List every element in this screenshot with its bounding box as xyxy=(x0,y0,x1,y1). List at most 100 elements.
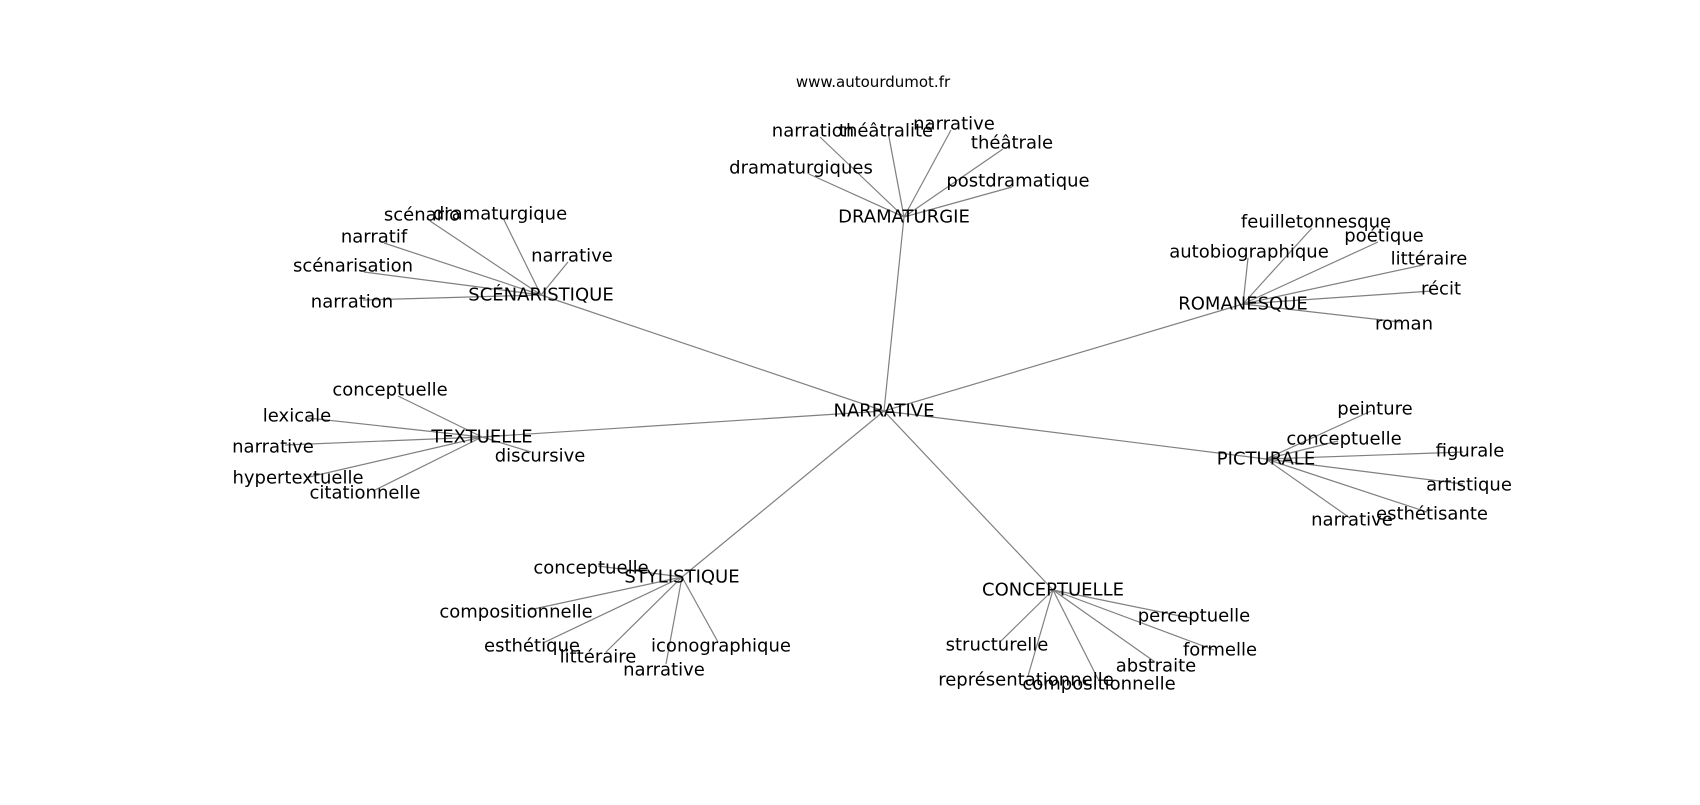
edge-textuelle-leaf-3 xyxy=(481,436,532,453)
edge-center-stylistique xyxy=(681,410,885,578)
edges xyxy=(284,129,1464,680)
node-leaf-romanesque-0: feuilletonnesque xyxy=(1241,212,1391,233)
edge-textuelle-leaf-5 xyxy=(372,436,483,492)
node-leaf-conceptuelle-3: abstraite xyxy=(1116,656,1196,677)
edge-dramaturgie-leaf-5 xyxy=(903,186,1013,218)
edge-center-textuelle xyxy=(481,410,885,438)
node-leaf-dramaturgie-5: postdramatique xyxy=(946,171,1089,192)
node-hub-textuelle: TEXTUELLE xyxy=(430,427,532,448)
edge-conceptuelle-leaf-4 xyxy=(1027,589,1054,677)
edge-picturale-leaf-4 xyxy=(1265,458,1428,513)
node-hub-picturale: PICTURALE xyxy=(1217,449,1315,470)
edge-center-scenaristique xyxy=(540,294,885,412)
node-leaf-romanesque-3: littéraire xyxy=(1391,249,1468,270)
node-hub-romanesque: ROMANESQUE xyxy=(1178,294,1308,315)
edge-stylistique-leaf-1 xyxy=(528,576,683,611)
edge-romanesque-leaf-0 xyxy=(1242,227,1313,305)
edge-center-romanesque xyxy=(883,303,1244,412)
edge-dramaturgie-leaf-2 xyxy=(903,129,952,218)
edge-textuelle-leaf-1 xyxy=(307,417,483,438)
node-leaf-scenaristique-3: narrative xyxy=(531,246,613,267)
edge-picturale-leaf-1 xyxy=(1265,440,1339,460)
edge-scenaristique-leaf-2 xyxy=(383,242,542,296)
edge-romanesque-leaf-2 xyxy=(1242,257,1249,305)
node-leaf-textuelle-4: hypertextuelle xyxy=(232,468,363,489)
edge-conceptuelle-leaf-2 xyxy=(1052,589,1215,651)
edge-textuelle-leaf-0 xyxy=(397,395,483,438)
node-leaf-scenaristique-1: dramaturgique xyxy=(433,204,567,225)
edge-picturale-leaf-0 xyxy=(1265,410,1372,460)
edge-dramaturgie-leaf-1 xyxy=(888,136,905,218)
labels: NARRATIVEDRAMATURGIEnarrationthéâtralité… xyxy=(232,114,1512,695)
node-leaf-picturale-3: artistique xyxy=(1426,475,1512,496)
edge-scenaristique-leaf-1 xyxy=(503,219,542,296)
node-hub-dramaturgie: DRAMATURGIE xyxy=(838,207,970,228)
edge-scenaristique-leaf-4 xyxy=(363,271,542,296)
source-label: www.autourdumot.fr xyxy=(796,73,951,91)
node-leaf-picturale-0: peinture xyxy=(1337,399,1412,420)
node-leaf-stylistique-2: esthétique xyxy=(484,636,580,657)
edge-conceptuelle-leaf-5 xyxy=(1052,589,1099,680)
node-leaf-romanesque-2: autobiographique xyxy=(1169,242,1329,263)
node-leaf-stylistique-5: narrative xyxy=(623,660,705,681)
edge-stylistique-leaf-5 xyxy=(665,576,683,665)
edge-stylistique-leaf-4 xyxy=(681,576,719,643)
edge-romanesque-leaf-5 xyxy=(1242,303,1401,323)
node-leaf-picturale-5: narrative xyxy=(1311,510,1393,531)
edge-picturale-leaf-3 xyxy=(1265,458,1464,485)
edge-conceptuelle-leaf-1 xyxy=(999,589,1054,643)
node-leaf-romanesque-5: roman xyxy=(1375,314,1433,335)
edge-center-dramaturgie xyxy=(883,216,905,412)
edge-conceptuelle-leaf-3 xyxy=(1052,589,1156,663)
edge-romanesque-leaf-3 xyxy=(1242,264,1424,305)
node-leaf-textuelle-1: lexicale xyxy=(263,406,331,427)
node-leaf-stylistique-0: conceptuelle xyxy=(533,558,648,579)
node-leaf-conceptuelle-5: compositionnelle xyxy=(1022,674,1175,695)
node-leaf-picturale-2: figurale xyxy=(1436,441,1505,462)
edge-scenaristique-leaf-3 xyxy=(540,261,569,296)
node-center-narrative: NARRATIVE xyxy=(834,401,935,422)
edge-stylistique-leaf-0 xyxy=(597,565,683,578)
edge-stylistique-leaf-2 xyxy=(542,576,683,644)
edge-stylistique-leaf-3 xyxy=(605,576,683,653)
node-leaf-scenaristique-2: narratif xyxy=(341,227,408,248)
edge-dramaturgie-leaf-3 xyxy=(903,148,1004,218)
node-leaf-conceptuelle-2: formelle xyxy=(1183,640,1257,661)
edge-scenaristique-leaf-0 xyxy=(429,220,542,296)
node-hub-scenaristique: SCÉNARISTIQUE xyxy=(468,284,613,306)
node-leaf-stylistique-1: compositionnelle xyxy=(439,602,592,623)
node-leaf-conceptuelle-0: perceptuelle xyxy=(1138,606,1251,627)
node-leaf-textuelle-3: discursive xyxy=(495,446,586,467)
node-leaf-dramaturgie-3: théâtrale xyxy=(971,133,1053,154)
node-leaf-dramaturgie-4: dramaturgiques xyxy=(729,158,873,179)
node-leaf-stylistique-3: littéraire xyxy=(560,647,637,668)
edge-textuelle-leaf-4 xyxy=(308,436,483,478)
node-hub-stylistique: STYLISTIQUE xyxy=(624,567,739,588)
edge-dramaturgie-leaf-0 xyxy=(819,136,905,218)
node-leaf-romanesque-1: poétique xyxy=(1344,226,1423,247)
node-leaf-picturale-4: esthétisante xyxy=(1376,504,1488,525)
node-leaf-scenaristique-0: scénario xyxy=(384,205,460,226)
edge-center-picturale xyxy=(883,410,1267,460)
edge-romanesque-leaf-1 xyxy=(1242,241,1379,305)
node-leaf-scenaristique-4: scénarisation xyxy=(293,256,413,277)
node-leaf-picturale-1: conceptuelle xyxy=(1286,429,1401,450)
node-leaf-scenaristique-5: narration xyxy=(311,292,393,313)
edge-center-conceptuelle xyxy=(883,410,1054,591)
edge-conceptuelle-leaf-0 xyxy=(1052,589,1191,619)
node-leaf-dramaturgie-1: théâtralité xyxy=(839,121,933,142)
node-leaf-conceptuelle-1: structurelle xyxy=(946,635,1049,656)
node-leaf-conceptuelle-4: représentationnelle xyxy=(938,670,1114,691)
node-leaf-romanesque-4: récit xyxy=(1421,279,1461,300)
edge-textuelle-leaf-2 xyxy=(284,436,483,446)
node-leaf-textuelle-5: citationnelle xyxy=(309,483,420,504)
edge-scenaristique-leaf-5 xyxy=(362,294,542,301)
edge-picturale-leaf-2 xyxy=(1265,451,1464,460)
node-leaf-dramaturgie-0: narration xyxy=(772,121,854,142)
node-hub-conceptuelle: CONCEPTUELLE xyxy=(982,580,1124,601)
node-leaf-textuelle-0: conceptuelle xyxy=(332,380,447,401)
edge-dramaturgie-leaf-4 xyxy=(808,173,905,218)
node-leaf-textuelle-2: narrative xyxy=(232,437,314,458)
